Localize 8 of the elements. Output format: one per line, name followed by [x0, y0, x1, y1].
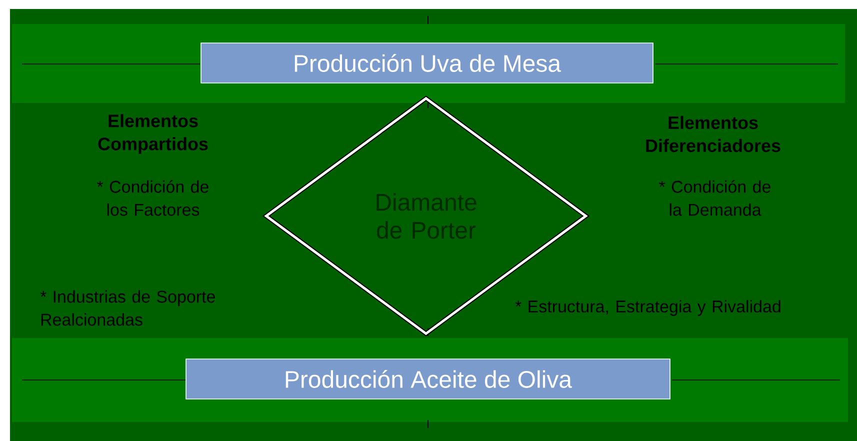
heading: Elementos Compartidos: [98, 114, 208, 154]
factor-text: * Estructura, Estrategia y Rivalidad: [515, 300, 780, 316]
factor-text: * Condición de los Factores: [97, 180, 208, 216]
factor-text: * Condición de la Demanda: [659, 180, 770, 216]
title-box: Producción Uva de Mesa: [200, 42, 654, 84]
heading: Elementos Diferenciadores: [646, 116, 780, 152]
factor-text: * Industrias de Soporte Realcionadas: [40, 290, 215, 326]
title-box: Producción Aceite de Oliva: [186, 358, 670, 400]
